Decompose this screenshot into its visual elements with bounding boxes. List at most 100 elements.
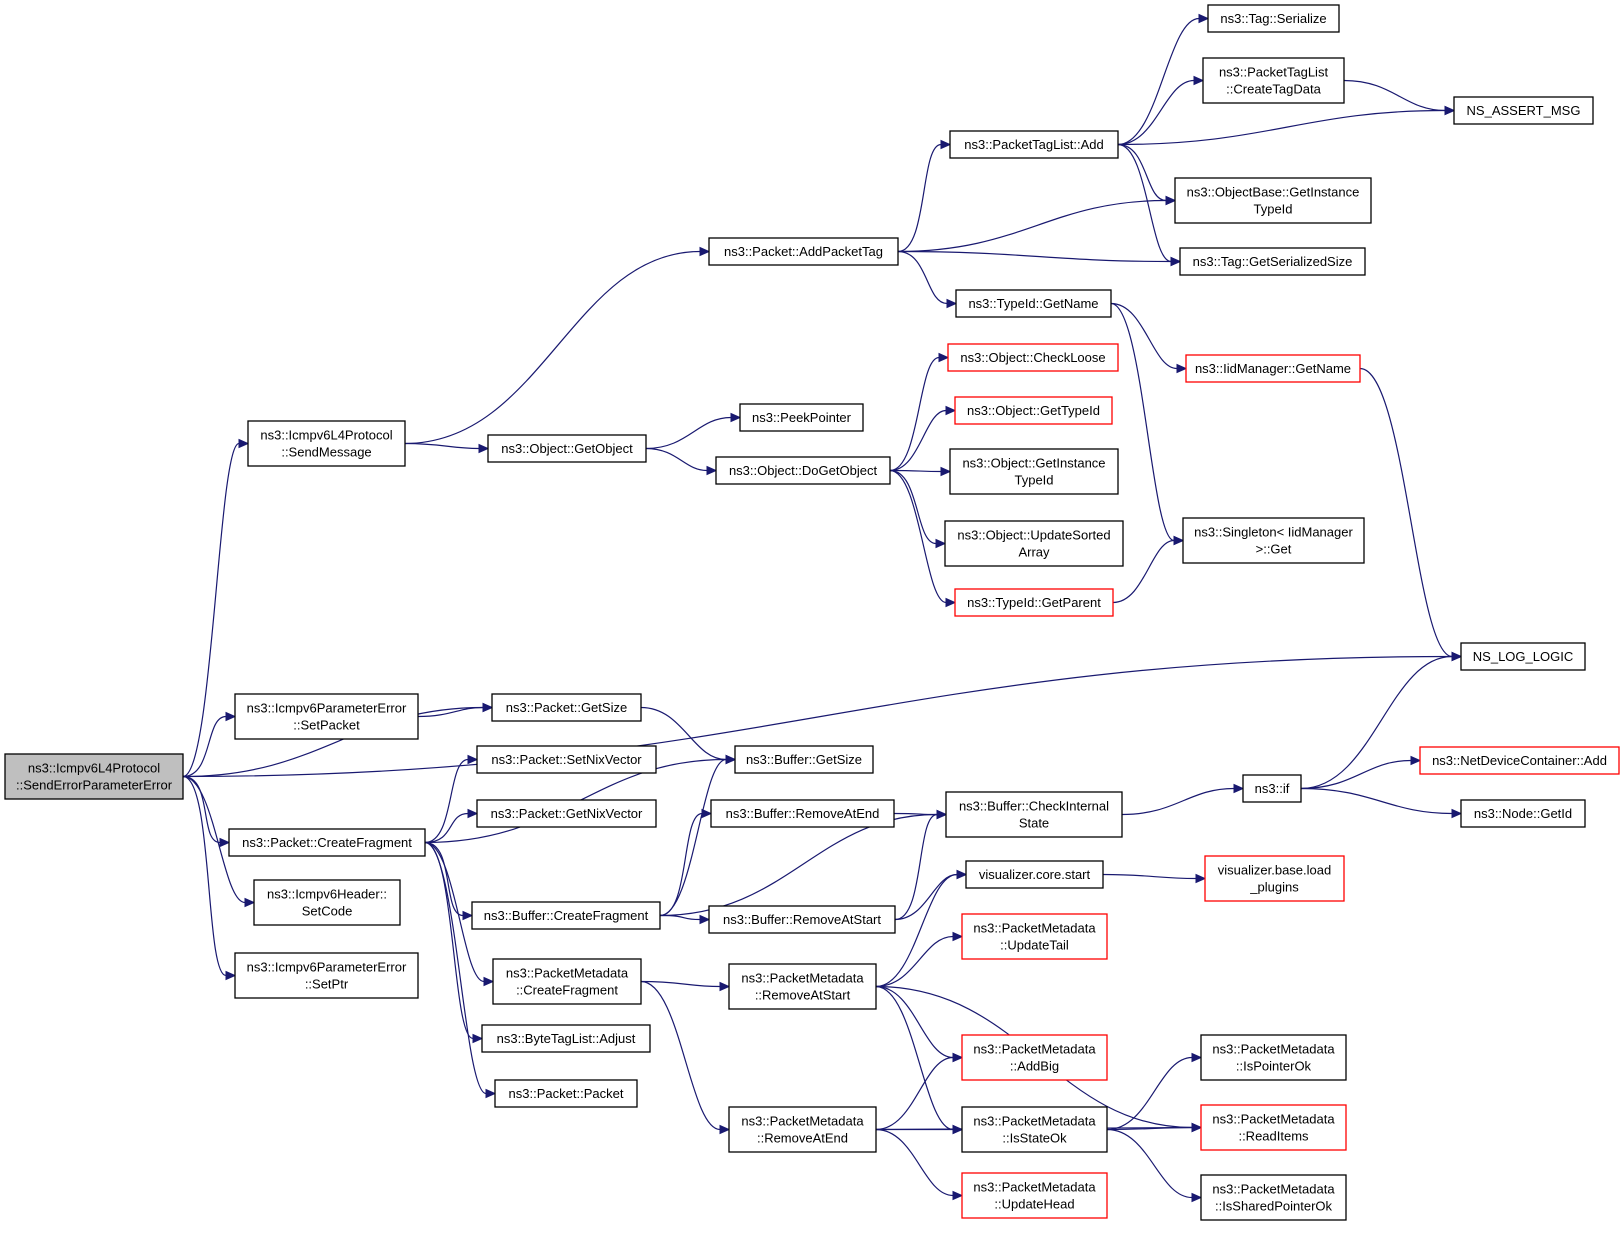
node-box (1174, 177, 1372, 224)
node-pmupdatetail[interactable]: ns3::PacketMetadata::UpdateTail (961, 913, 1108, 960)
node-setnixvector[interactable]: ns3::Packet::SetNixVector (476, 745, 657, 774)
edge-root-to-setptr (182, 775, 227, 977)
node-objgettypeid[interactable]: ns3::Object::GetTypeId (954, 396, 1113, 425)
node-label: ns3::PacketMetadata (973, 1042, 1096, 1057)
edge-iidmanagergetname-to-nsloglogic (1359, 367, 1453, 658)
node-sendmessage[interactable]: ns3::Icmpv6L4Protocol::SendMessage (247, 420, 406, 467)
arrowhead (467, 808, 479, 819)
node-setcode[interactable]: ns3::Icmpv6Header::SetCode (253, 879, 401, 926)
arrowhead (935, 538, 947, 549)
node-box (1242, 774, 1302, 803)
node-dogetobject[interactable]: ns3::Object::DoGetObject (715, 456, 891, 485)
node-peekpointer[interactable]: ns3::PeekPointer (739, 403, 864, 432)
node-singletonget[interactable]: ns3::Singleton< IidManager>::Get (1182, 517, 1365, 564)
node-vizbaseloadplugins[interactable]: visualizer.base.load_plugins (1204, 855, 1345, 902)
node-iidmanagergetname[interactable]: ns3::IidManager::GetName (1185, 354, 1361, 383)
edge-createfragment-to-getnixvector (424, 812, 469, 844)
node-box (710, 799, 895, 828)
node-checkloose[interactable]: ns3::Object::CheckLoose (947, 343, 1119, 372)
node-taggetserializedsize[interactable]: ns3::Tag::GetSerializedSize (1179, 247, 1366, 276)
arrowhead (945, 597, 957, 608)
arrowhead (1451, 651, 1463, 662)
node-packettaglistadd[interactable]: ns3::PacketTagList::Add (949, 130, 1119, 159)
node-label: ns3::PacketMetadata (1212, 1042, 1335, 1057)
node-pmispointerok[interactable]: ns3::PacketMetadata::IsPointerOk (1200, 1034, 1347, 1081)
node-packetpacket[interactable]: ns3::Packet::Packet (494, 1079, 638, 1108)
edge-buffercreatefragment-to-removeatstart (659, 914, 701, 921)
node-typeidgetname[interactable]: ns3::TypeId::GetName (955, 289, 1112, 318)
node-box (491, 693, 642, 722)
node-box (1419, 746, 1620, 775)
node-label: ::RemoveAtEnd (757, 1131, 848, 1146)
node-seterrpacket[interactable]: ns3::Icmpv6ParameterError::SetPacket (234, 693, 419, 740)
arrowhead (467, 754, 479, 765)
node-label: ns3::Object::GetInstance (962, 456, 1105, 471)
node-removeatend[interactable]: ns3::Buffer::RemoveAtEnd (710, 799, 895, 828)
node-pmupdatehead[interactable]: ns3::PacketMetadata::UpdateHead (961, 1172, 1108, 1219)
node-label: ::SendErrorParameterError (16, 778, 173, 793)
node-tagserialize[interactable]: ns3::Tag::Serialize (1207, 4, 1340, 33)
node-label: ns3::Object::GetTypeId (967, 403, 1100, 418)
node-createfragment[interactable]: ns3::Packet::CreateFragment (228, 828, 426, 857)
arrowhead (1191, 1122, 1203, 1133)
edge-pmisstateok-to-pmreaditems (1106, 1126, 1193, 1131)
node-label: ns3::Buffer::RemoveAtStart (723, 912, 881, 927)
edge-getsize-to-buffergetsize (640, 706, 727, 761)
node-label: ::IsSharedPointerOk (1215, 1199, 1333, 1214)
node-removeatstart[interactable]: ns3::Buffer::RemoveAtStart (708, 905, 896, 934)
node-box (1202, 57, 1345, 104)
edge-pmremoveatstart-to-pmupdatetail (875, 935, 954, 988)
node-getsize[interactable]: ns3::Packet::GetSize (491, 693, 642, 722)
edge-vizcorestart-to-vizbaseloadplugins (1102, 873, 1197, 880)
node-getobject[interactable]: ns3::Object::GetObject (487, 434, 647, 463)
node-pmaddbig[interactable]: ns3::PacketMetadata::AddBig (961, 1034, 1108, 1081)
node-label: ::SetPacket (293, 718, 360, 733)
node-box (949, 130, 1119, 159)
node-box (961, 1034, 1108, 1081)
node-nsassertmsg[interactable]: NS_ASSERT_MSG (1453, 96, 1594, 125)
node-bytetaglistadjust[interactable]: ns3::ByteTagList::Adjust (481, 1024, 651, 1053)
edge-packettaglistadd-to-nsassertmsg (1117, 109, 1446, 146)
node-box (734, 745, 874, 774)
node-label: ns3::NetDeviceContainer::Add (1432, 753, 1607, 768)
arrowhead (462, 910, 474, 921)
edge-pmremoveatend-to-pmaddbig (875, 1056, 954, 1131)
node-label: ::IsStateOk (1002, 1131, 1067, 1146)
arrowhead (719, 981, 731, 992)
node-setptr[interactable]: ns3::Icmpv6ParameterError::SetPtr (234, 952, 419, 999)
node-pmisstateok[interactable]: ns3::PacketMetadata::IsStateOk (961, 1106, 1108, 1153)
node-label: ns3::ObjectBase::GetInstance (1187, 185, 1360, 200)
node-buffercreatefragment[interactable]: ns3::Buffer::CreateFragment (471, 901, 661, 930)
edge-root-to-nsloglogic (182, 655, 1453, 778)
node-addpackettag[interactable]: ns3::Packet::AddPacketTag (708, 237, 899, 266)
node-box (228, 828, 426, 857)
node-box (1182, 517, 1365, 564)
node-label: ns3::PacketMetadata (506, 966, 629, 981)
node-pmissharedpointerok[interactable]: ns3::PacketMetadata::IsSharedPointerOk (1200, 1174, 1347, 1221)
node-buffergetsize[interactable]: ns3::Buffer::GetSize (734, 745, 874, 774)
node-label: ns3::Icmpv6ParameterError (247, 701, 407, 716)
node-nsif[interactable]: ns3::if (1242, 774, 1302, 803)
edge-nsif-to-nsloglogic (1300, 655, 1453, 790)
node-netdevicecontaineradd[interactable]: ns3::NetDeviceContainer::Add (1419, 746, 1620, 775)
node-box (944, 520, 1124, 567)
node-typeidgetparent[interactable]: ns3::TypeId::GetParent (954, 588, 1114, 617)
node-pmremoveatstart[interactable]: ns3::PacketMetadata::RemoveAtStart (728, 963, 877, 1010)
arrowhead (940, 466, 952, 477)
node-pmcreatefragment[interactable]: ns3::PacketMetadata::CreateFragment (492, 958, 642, 1005)
node-pmreaditems[interactable]: ns3::PacketMetadata::ReadItems (1200, 1104, 1347, 1151)
node-getnixvector[interactable]: ns3::Packet::GetNixVector (476, 799, 657, 828)
node-box (476, 799, 657, 828)
node-pmremoveatend[interactable]: ns3::PacketMetadata::RemoveAtEnd (728, 1106, 877, 1153)
node-createtagdata[interactable]: ns3::PacketTagList::CreateTagData (1202, 57, 1345, 104)
node-box (1200, 1174, 1347, 1221)
node-label: SetCode (302, 904, 353, 919)
node-vizcorestart[interactable]: visualizer.core.start (965, 860, 1104, 889)
node-nsloglogic[interactable]: NS_LOG_LOGIC (1460, 642, 1586, 671)
node-nodegetid[interactable]: ns3::Node::GetId (1460, 799, 1586, 828)
node-box (949, 448, 1119, 495)
